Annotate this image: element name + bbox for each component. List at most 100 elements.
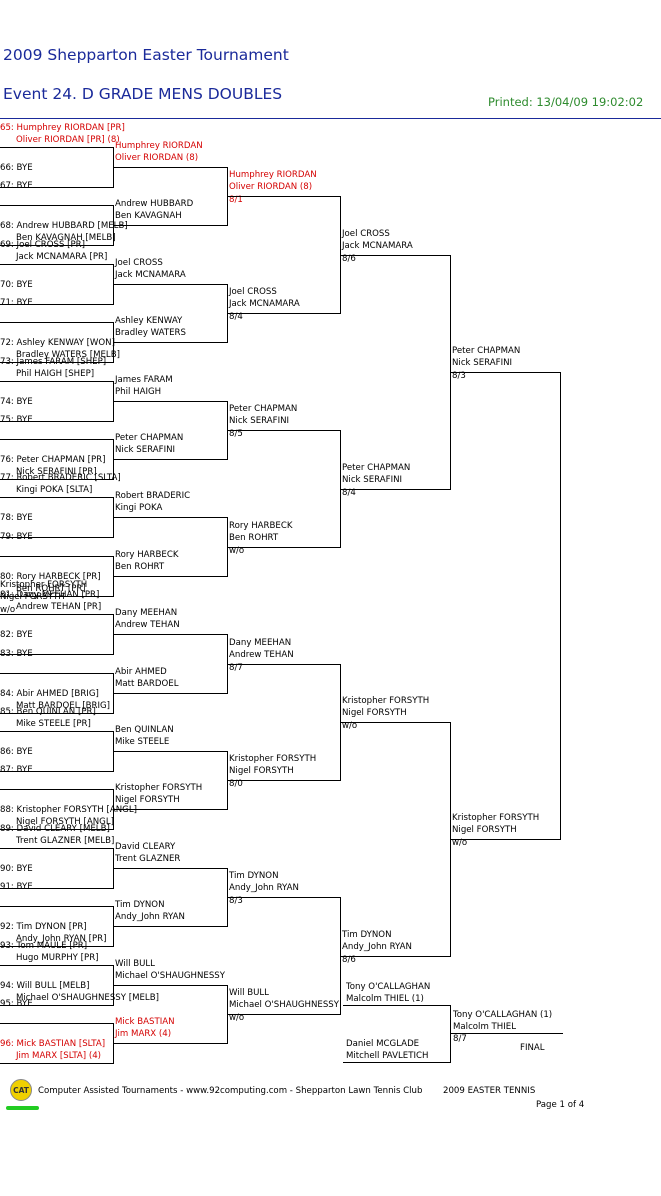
match-score: w/o <box>452 838 468 848</box>
match-winner-partner: Ben ROHRT <box>115 562 165 572</box>
entry-line <box>0 596 114 597</box>
playoff-line <box>343 1062 451 1063</box>
entry-name: 72: Ashley KENWAY [WON] <box>0 338 115 348</box>
entry-name: 73: James FARAM [SHEP] <box>0 357 107 367</box>
match-winner: Mick BASTIAN <box>115 1017 175 1027</box>
winner-line <box>113 751 228 752</box>
entry-line <box>0 304 114 305</box>
match-winner: Will BULL <box>229 988 269 998</box>
winner-line <box>113 167 228 168</box>
match-winner: Abir AHMED <box>115 667 167 677</box>
match-winner-partner: Nick SERAFINI <box>229 416 290 426</box>
final-winner-partner: Malcolm THIEL <box>453 1022 517 1032</box>
winner-line <box>113 926 228 927</box>
entry-line <box>0 654 114 655</box>
winner-line <box>113 284 228 285</box>
entry-name: 70: BYE <box>0 280 33 290</box>
winner-line <box>340 722 451 723</box>
entry-name: 88: Kristopher FORSYTH [ANGL] <box>0 805 137 815</box>
entry-line <box>0 673 114 674</box>
entry-partner: Michael O'SHAUGHNESSY [MELB] <box>16 993 159 1003</box>
match-winner: Kristopher FORSYTH <box>0 580 88 590</box>
playoff-entry-2: Daniel MCGLADE <box>346 1039 420 1049</box>
entry-line <box>0 439 114 440</box>
match-score: 8/7 <box>229 663 243 673</box>
match-winner-partner: Andy_John RYAN <box>115 912 185 922</box>
final-line <box>450 1033 563 1034</box>
entry-line <box>0 537 114 538</box>
tournament-title: 2009 Shepparton Easter Tournament <box>3 46 289 64</box>
entry-partner: Jack MCNAMARA [PR] <box>16 252 108 262</box>
winner-line <box>113 693 228 694</box>
match-score: 8/6 <box>342 254 356 264</box>
playoff-entry-1: Tony O'CALLAGHAN <box>346 982 431 992</box>
match-winner-partner: Oliver RIORDAN (8) <box>229 182 313 192</box>
match-score: 8/4 <box>342 488 356 498</box>
entry-name: 86: BYE <box>0 747 33 757</box>
match-winner-partner: Andy_John RYAN <box>229 883 299 893</box>
winner-line <box>227 430 341 431</box>
match-winner: Joel CROSS <box>115 258 163 268</box>
winner-line <box>450 839 561 840</box>
match-winner: Kristopher FORSYTH <box>115 783 203 793</box>
entry-name: 65: Humphrey RIORDAN [PR] <box>0 123 125 133</box>
winner-line <box>340 255 451 256</box>
match-score: 8/5 <box>229 429 243 439</box>
entry-line <box>0 1005 114 1006</box>
winner-line <box>113 342 228 343</box>
final-score: 8/7 <box>453 1034 467 1044</box>
page-number: Page 1 of 4 <box>536 1100 585 1110</box>
entry-name: 87: BYE <box>0 765 33 775</box>
match-score: 8/3 <box>452 371 466 381</box>
winner-line <box>113 809 228 810</box>
entry-line <box>0 322 114 323</box>
winner-line <box>113 459 228 460</box>
match-winner-partner: Nigel FORSYTH <box>229 766 294 776</box>
entry-name: 80: Rory HARBECK [PR] <box>0 572 101 582</box>
entry-line <box>0 888 114 889</box>
match-score: 8/6 <box>342 955 356 965</box>
entry-line <box>0 421 114 422</box>
entry-partner: Andy_John RYAN [PR] <box>16 934 107 944</box>
winner-line <box>227 313 341 314</box>
winner-line <box>227 780 341 781</box>
match-score: 8/3 <box>229 896 243 906</box>
match-winner-partner: Nigel FORSYTH <box>0 592 65 602</box>
entry-partner: Ben KAVAGNAH [MELB] <box>16 233 116 243</box>
match-winner-partner: Nigel FORSYTH <box>115 795 180 805</box>
match-winner: Dany MEEHAN <box>115 608 178 618</box>
entry-line <box>0 771 114 772</box>
match-winner: Tim DYNON <box>229 871 279 881</box>
match-winner-partner: Matt BARDOEL <box>115 679 179 689</box>
match-winner: Joel CROSS <box>342 229 390 239</box>
entry-name: 89: David CLEARY [MELB] <box>0 824 110 834</box>
entry-line <box>0 381 114 382</box>
match-winner-partner: Phil HAIGH <box>115 387 162 397</box>
entry-partner: Andrew TEHAN [PR] <box>16 602 102 612</box>
entry-line <box>0 205 114 206</box>
printed-timestamp: Printed: 13/04/09 19:02:02 <box>488 95 644 109</box>
match-winner-partner: Jim MARX (4) <box>115 1029 172 1039</box>
entry-name: 75: BYE <box>0 415 33 425</box>
match-winner-partner: Oliver RIORDAN (8) <box>115 153 199 163</box>
match-winner-partner: Trent GLAZNER <box>115 854 181 864</box>
entry-name: 85: Ben QUINLAN [PR] <box>0 707 96 717</box>
match-winner: Dany MEEHAN <box>229 638 292 648</box>
bracket-connector <box>560 372 561 840</box>
winner-line <box>113 576 228 577</box>
entry-name: 71: BYE <box>0 298 33 308</box>
match-winner-partner: Andrew TEHAN <box>229 650 294 660</box>
match-winner-partner: Kingi POKA <box>115 503 163 513</box>
winner-line <box>227 547 341 548</box>
entry-partner: Jim MARX [SLTA] (4) <box>16 1051 102 1061</box>
match-winner-partner: Jack MCNAMARA <box>115 270 186 280</box>
match-score: 8/0 <box>229 779 243 789</box>
match-winner-partner: Michael O'SHAUGHNESSY <box>229 1000 339 1010</box>
match-winner: Rory HARBECK <box>229 521 293 531</box>
entry-partner: Bradley WATERS [MELB] <box>16 350 120 360</box>
entry-name: 78: BYE <box>0 513 33 523</box>
match-winner: Humphrey RIORDAN <box>229 170 317 180</box>
match-winner: Robert BRADERIC <box>115 491 191 501</box>
entry-partner: Kingi POKA [SLTA] <box>16 485 93 495</box>
entry-name: 76: Peter CHAPMAN [PR] <box>0 455 106 465</box>
